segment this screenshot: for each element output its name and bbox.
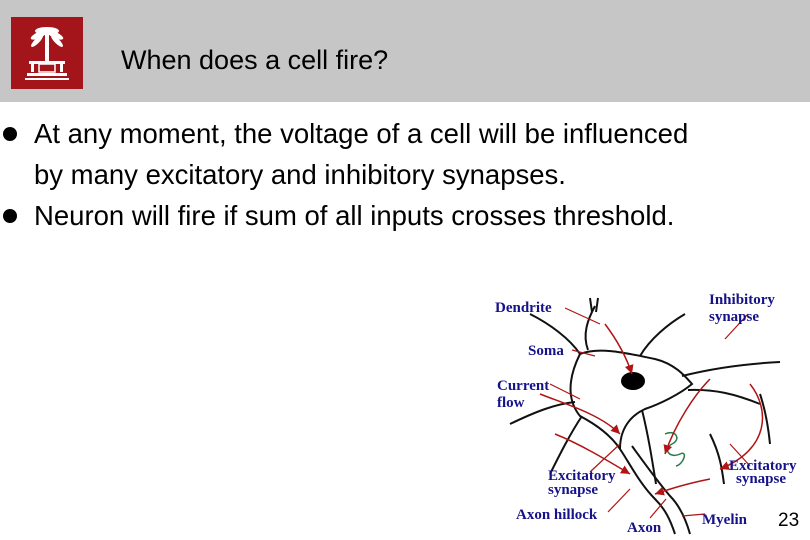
label-myelin: Myelin bbox=[702, 512, 748, 528]
nucleus bbox=[621, 372, 645, 390]
label-current-flow: flow bbox=[497, 395, 525, 411]
label-excitatory-synapse-left: synapse bbox=[548, 482, 598, 498]
label-axon: Axon bbox=[627, 520, 662, 536]
label-inhibitory-synapse: Inhibitory bbox=[709, 292, 775, 308]
label-current-flow: Current bbox=[497, 378, 549, 394]
neuron-diagram: Dendrite Inhibitory synapse Soma Current… bbox=[470, 284, 810, 540]
bullet-item: Neuron will fire if sum of all inputs cr… bbox=[0, 195, 700, 236]
slide-title: When does a cell fire? bbox=[121, 47, 388, 74]
bullet-text: At any moment, the voltage of a cell wil… bbox=[34, 118, 688, 190]
bullet-text: Neuron will fire if sum of all inputs cr… bbox=[34, 200, 674, 231]
label-soma: Soma bbox=[528, 343, 564, 359]
bullet-item: At any moment, the voltage of a cell wil… bbox=[0, 113, 700, 195]
label-excitatory-synapse-right: synapse bbox=[736, 471, 786, 487]
label-inhibitory-synapse: synapse bbox=[709, 309, 759, 325]
bullet-dot-icon bbox=[3, 209, 17, 223]
myelin-coil bbox=[665, 433, 684, 466]
bullet-list: At any moment, the voltage of a cell wil… bbox=[0, 113, 700, 236]
neuron-drawing bbox=[510, 298, 780, 534]
palmetto-tree-icon bbox=[11, 17, 83, 89]
label-dendrite: Dendrite bbox=[495, 300, 552, 316]
page-number: 23 bbox=[778, 510, 799, 532]
university-logo bbox=[11, 17, 83, 89]
label-axon-hillock: Axon hillock bbox=[516, 507, 598, 523]
bullet-dot-icon bbox=[3, 127, 17, 141]
